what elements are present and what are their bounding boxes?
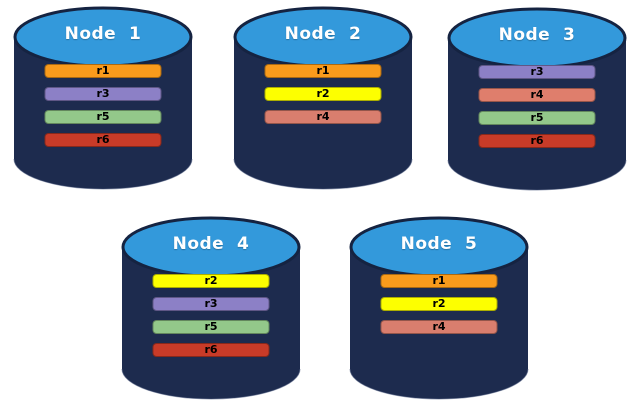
node-cylinder-5: Node 5 r1 r2 r4 [348, 214, 530, 402]
replica-bar: r1 [380, 274, 498, 288]
replica-bar: r1 [44, 64, 162, 78]
cylinder-bottom-edge [233, 158, 413, 190]
replica-bar: r6 [44, 133, 162, 147]
replica-bar: r5 [152, 320, 270, 334]
node-title: Node 5 [400, 234, 478, 254]
node-cylinder-3: Node 3 r3 r4 r5 r6 [446, 5, 628, 193]
replica-bar: r5 [44, 110, 162, 124]
replica-bar: r4 [264, 110, 382, 124]
replica-bar: r2 [152, 274, 270, 288]
node-title: Node 1 [64, 24, 142, 44]
node-title: Node 4 [172, 234, 250, 254]
replica-bar: r1 [264, 64, 382, 78]
node-title: Node 2 [284, 24, 362, 44]
replica-bar: r2 [264, 87, 382, 101]
cylinder-bottom-edge [349, 368, 529, 400]
cylinder-bottom-edge [13, 158, 193, 190]
node-title: Node 3 [498, 25, 576, 45]
replica-bar: r2 [380, 297, 498, 311]
cylinder-bottom-edge [447, 159, 627, 191]
replica-bar: r5 [478, 111, 596, 125]
replica-bar: r6 [478, 134, 596, 148]
replica-bar: r4 [380, 320, 498, 334]
node-cylinder-1: Node 1 r1 r3 r5 r6 [12, 4, 194, 192]
replica-bar: r3 [152, 297, 270, 311]
cylinder-bottom-edge [121, 368, 301, 400]
node-cylinder-4: Node 4 r2 r3 r5 r6 [120, 214, 302, 402]
replica-bar: r3 [44, 87, 162, 101]
replica-bar: r3 [478, 65, 596, 79]
replica-bar: r4 [478, 88, 596, 102]
replica-bar: r6 [152, 343, 270, 357]
node-cylinder-2: Node 2 r1 r2 r4 [232, 4, 414, 192]
